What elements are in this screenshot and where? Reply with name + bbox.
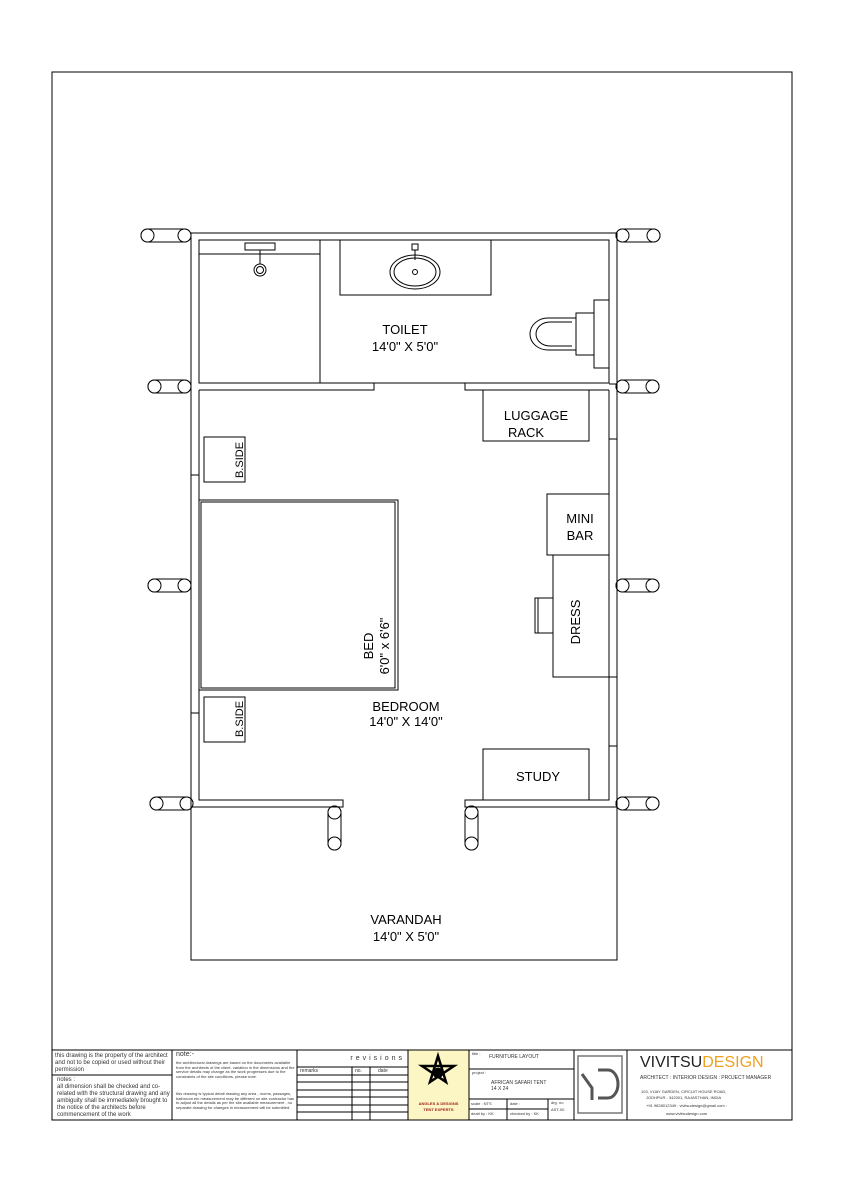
drg-no: AST-00 <box>551 1107 565 1112</box>
vanity-basin <box>339 239 492 296</box>
pole-right-3 <box>615 578 660 593</box>
shower-fixture <box>244 242 276 277</box>
bside-label-bottom: B.SIDE <box>234 701 246 737</box>
luggage-label-2: RACK <box>508 425 544 440</box>
bside-label-top: B.SIDE <box>234 442 246 478</box>
pole-right-4 <box>615 796 660 811</box>
date: date : <box>510 1101 521 1106</box>
firm-name: VIVITSUDESIGN <box>640 1054 764 1072</box>
minibar-label-2: BAR <box>567 528 594 543</box>
study-label: STUDY <box>516 769 560 784</box>
drawing-title: FURNITURE LAYOUT <box>489 1054 539 1060</box>
firm-name-2: DESIGN <box>702 1054 764 1071</box>
study-desk <box>482 748 590 801</box>
water-closet <box>529 299 610 369</box>
note-text-1: the architectural drawings are based on … <box>176 1060 295 1079</box>
minibar-label-1: MINI <box>566 511 593 526</box>
bedroom-label: BEDROOM <box>372 699 439 714</box>
notes-text: all dimension shall be checked and co-re… <box>57 1084 170 1118</box>
pole-bottom-2 <box>464 805 479 851</box>
contact[interactable]: +91 9828012349 : vivitsudesign@gmail.com… <box>646 1103 727 1108</box>
angles-designs-star-logo <box>417 1051 459 1085</box>
revisions-heading: revisions <box>350 1055 405 1062</box>
scale: scale : NTS <box>471 1101 492 1106</box>
pole-right-1 <box>615 228 661 243</box>
project-size: 14 X 24 <box>491 1086 509 1092</box>
toilet-label: TOILET <box>382 322 427 337</box>
property-note: this drawing is the property of the arch… <box>55 1053 168 1073</box>
bedside-table-bottom <box>203 696 246 743</box>
bed-label: BED <box>361 633 376 660</box>
varandah-label: VARANDAH <box>370 912 441 927</box>
logo-text-1: ANGLES & DESIGNS <box>418 1101 459 1106</box>
address-2: JODHPUR - 342001, RAJASTHAN, INDIA <box>646 1095 722 1100</box>
vd-monogram-logo <box>577 1055 623 1114</box>
dealt-by: dealt by : KK <box>471 1111 494 1116</box>
pole-right-2 <box>615 379 660 394</box>
firm-tagline: ARCHITECT : INTERIOR DESIGN : PROJECT MA… <box>640 1075 772 1081</box>
pole-left-2 <box>147 379 192 394</box>
website[interactable]: www.vivitsudesign.com <box>666 1111 708 1116</box>
bedside-table-top <box>203 436 246 483</box>
project-name: AFRICAN SAFARI TENT <box>491 1080 547 1086</box>
checked-by: checked by : KK <box>510 1111 539 1116</box>
pole-bottom-1 <box>327 805 342 851</box>
notes-label: notes : <box>57 1077 76 1083</box>
note-label: note:- <box>176 1051 194 1058</box>
luggage-label-1: LUGGAGE <box>504 408 569 423</box>
pole-left-1 <box>140 228 192 243</box>
dresser-chair <box>534 597 553 634</box>
bed-size: 6'0" x 6'6" <box>377 617 392 674</box>
dress-label: DRESS <box>568 599 583 644</box>
dresser <box>552 554 610 678</box>
project-label: project : <box>472 1070 487 1075</box>
bed <box>198 499 399 691</box>
bedroom-size: 14'0" X 14'0" <box>369 714 443 729</box>
varandah-size: 14'0" X 5'0" <box>373 929 440 944</box>
logo-text-2: TENT EXPERTS <box>423 1107 454 1112</box>
firm-name-1: VIVITSU <box>640 1054 703 1071</box>
pole-left-4 <box>149 796 194 811</box>
note-text-2: this drawing is typical detail drawing a… <box>176 1091 294 1110</box>
rev-col-date: date <box>378 1068 388 1074</box>
address-1: 103, VIJAY GARDEN, CIRCUIT HOUSE ROAD, <box>641 1089 727 1094</box>
luggage-rack <box>482 389 590 442</box>
rev-col-no: no. <box>355 1068 362 1074</box>
drg-no-label: drg. no <box>551 1100 564 1105</box>
title-label: title : <box>472 1051 481 1056</box>
pole-left-3 <box>147 578 192 593</box>
rev-col-remarks: remarks <box>300 1068 319 1074</box>
toilet-size: 14'0" X 5'0" <box>372 339 439 354</box>
